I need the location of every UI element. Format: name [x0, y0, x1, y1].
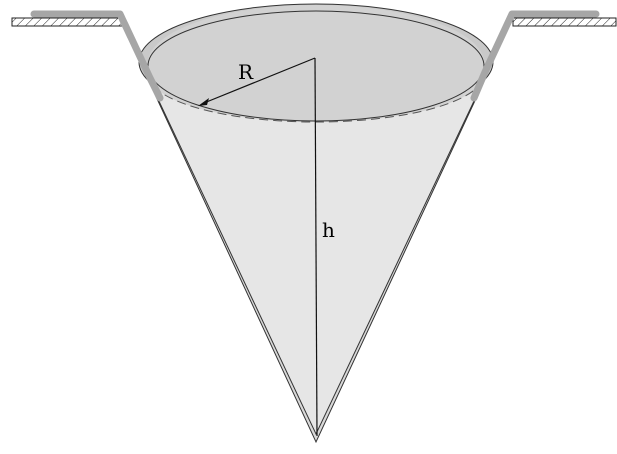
radius-label: R [238, 60, 254, 84]
left-bracket [30, 10, 164, 102]
radius-line [203, 57, 316, 104]
top-surface [148, 5, 484, 122]
base-ellipse-dashed [147, 73, 485, 123]
radius-arrowhead [198, 98, 209, 106]
right-ground-hatch [512, 17, 617, 27]
left-ground-hatch [11, 17, 123, 27]
height-label: h [322, 218, 335, 242]
height-line [314, 57, 318, 437]
right-bracket [470, 10, 600, 102]
